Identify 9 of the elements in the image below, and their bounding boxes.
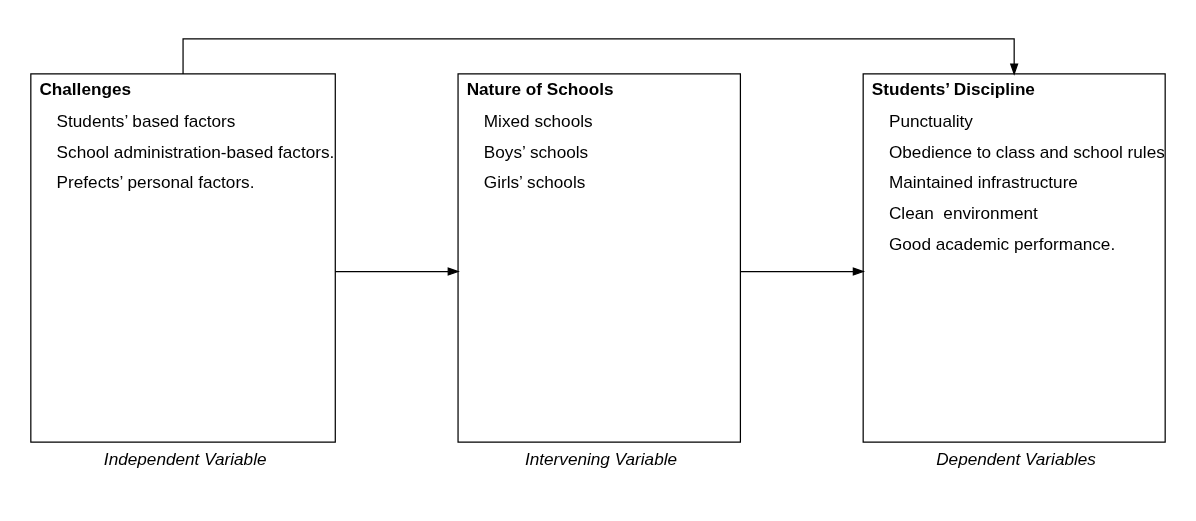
arrow bbox=[182, 38, 1019, 76]
arrow bbox=[334, 267, 460, 276]
arrow bbox=[739, 267, 866, 276]
node-label: Dependent Variables bbox=[936, 448, 1096, 469]
node-box: Challenges Students’ based factors School administration-based factors. Prefects’ personal factors. bbox=[30, 73, 336, 443]
node-box: Nature of Schools Mixed schools Boys’ schools Girls’ schools bbox=[457, 73, 742, 443]
node-label: Intervening Variable bbox=[524, 448, 678, 469]
node-box: Students’ Discipline Punctuality Obedience to class and school rules Maintained infrastructure Clean environment Good academic performance. bbox=[862, 73, 1166, 443]
node-label: Independent Variable bbox=[103, 448, 267, 469]
